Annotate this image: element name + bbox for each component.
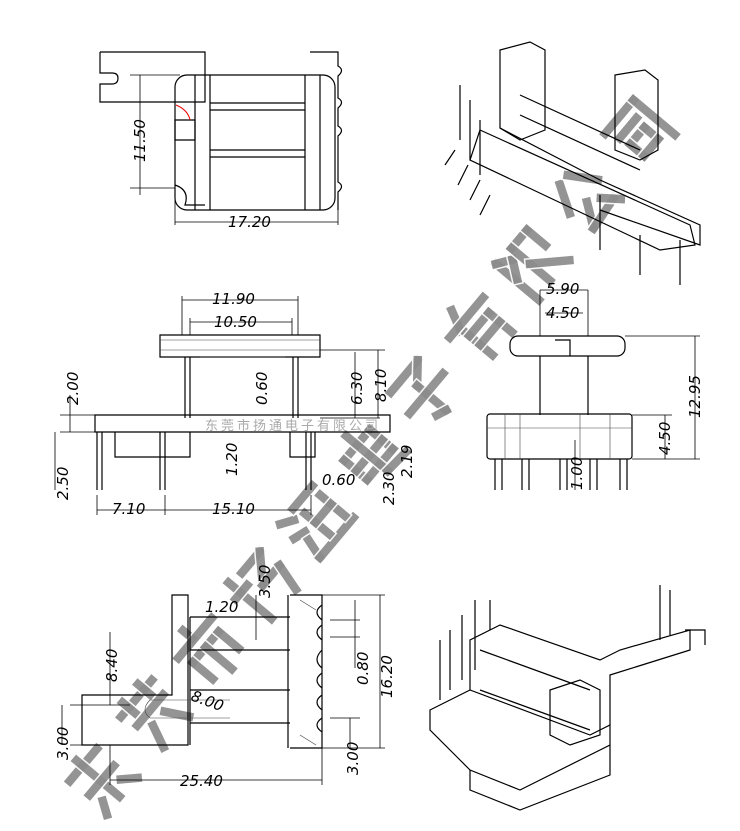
watermark-stroke xyxy=(81,757,123,804)
watermark-stroke xyxy=(625,91,683,143)
watermark-glyph xyxy=(112,672,196,755)
watermark-stroke xyxy=(441,289,492,346)
watermark-stroke xyxy=(197,638,240,677)
watermark-stroke xyxy=(170,610,220,667)
watermark-stroke xyxy=(227,577,256,608)
dim-front-left-span: 7.10 xyxy=(112,500,145,518)
dim-bottom-slot-gap: 0.80 xyxy=(354,652,372,685)
watermark-small: 东莞市扬通电子有限公司 xyxy=(205,418,381,434)
dim-front-flange: 0.60 xyxy=(253,372,271,405)
dim-bottom-left-span: 8.40 xyxy=(103,649,121,682)
watermark-large xyxy=(61,91,683,822)
watermark-stroke xyxy=(611,110,645,147)
dim-side-base-height: 4.50 xyxy=(656,422,674,455)
watermark-stroke xyxy=(472,313,508,353)
dim-top-width: 11.50 xyxy=(131,119,149,162)
watermark-stroke xyxy=(220,574,280,627)
dim-side-total-height: 12.95 xyxy=(686,375,704,418)
dim-front-winding-height: 6.30 xyxy=(348,372,366,405)
watermark-stroke xyxy=(157,704,196,724)
dim-front-pin-length: 2.50 xyxy=(54,467,72,500)
watermark-glyph xyxy=(273,477,362,566)
watermark-glyph xyxy=(382,352,455,424)
watermark-stroke xyxy=(307,495,340,531)
watermark-stroke xyxy=(184,654,221,688)
watermark-stroke xyxy=(114,771,144,786)
watermark-glyph xyxy=(170,610,247,688)
side-view: 5.90 4.50 12.95 4.50 1.00 xyxy=(486,280,704,490)
dim-side-inner-width: 4.50 xyxy=(546,304,579,322)
watermark-glyph xyxy=(336,421,415,488)
dim-bottom-length: 25.40 xyxy=(180,772,223,790)
watermark-stroke xyxy=(210,623,247,657)
dim-front-outer-width: 11.90 xyxy=(212,290,255,308)
iso-view-top xyxy=(444,41,701,285)
iso-view-bottom xyxy=(429,585,706,811)
dim-front-pin-offset: 2.30 xyxy=(380,472,398,505)
dim-bottom-slot-width: 1.20 xyxy=(205,598,238,616)
watermark-stroke xyxy=(594,191,627,206)
dim-front-base-thickness: 2.00 xyxy=(64,372,82,405)
watermark-stroke xyxy=(271,557,304,598)
watermark-stroke xyxy=(95,793,114,822)
dim-front-pin-diameter: 0.60 xyxy=(322,471,355,489)
dim-front-side-height: 2.19 xyxy=(398,445,416,478)
watermark-stroke xyxy=(523,254,576,270)
watermark-glyph xyxy=(597,91,683,164)
top-view: 11.50 17.20 xyxy=(99,51,343,231)
dim-bottom-right-pitch: 3.00 xyxy=(344,742,362,775)
dim-front-inner-width: 10.50 xyxy=(214,313,257,331)
watermark-stroke xyxy=(401,365,452,422)
watermark-stroke xyxy=(518,221,554,254)
watermark-stroke xyxy=(129,686,172,734)
watermark-stroke xyxy=(145,717,172,755)
dim-bottom-radius: 8.00 xyxy=(189,687,227,715)
watermark-glyph xyxy=(220,543,304,627)
dim-top-length: 17.20 xyxy=(228,213,271,231)
watermark-stroke xyxy=(552,177,577,221)
dim-front-total-height: 8.10 xyxy=(372,369,390,402)
watermark-glyph xyxy=(487,221,576,309)
bottom-view: 3.50 1.20 8.40 8.00 0.80 16.20 3.00 3.00… xyxy=(54,565,396,790)
dim-side-outer-width: 5.90 xyxy=(546,280,579,298)
dim-bottom-slot-depth: 3.50 xyxy=(256,565,274,598)
watermark-stroke xyxy=(428,402,455,424)
watermark-stroke xyxy=(273,512,302,532)
dim-bottom-depth: 16.20 xyxy=(378,655,396,698)
watermark-stroke xyxy=(379,443,415,479)
dim-side-pin-offset: 1.00 xyxy=(568,457,586,490)
dim-front-pin-span: 15.10 xyxy=(212,500,255,518)
watermark-glyph xyxy=(441,289,520,364)
dim-bottom-left-pitch: 3.00 xyxy=(54,727,72,760)
dim-front-base-gap: 1.20 xyxy=(223,443,241,476)
front-view: 11.90 10.50 0.60 6.30 8.10 2.00 2.50 1.2… xyxy=(54,290,416,518)
